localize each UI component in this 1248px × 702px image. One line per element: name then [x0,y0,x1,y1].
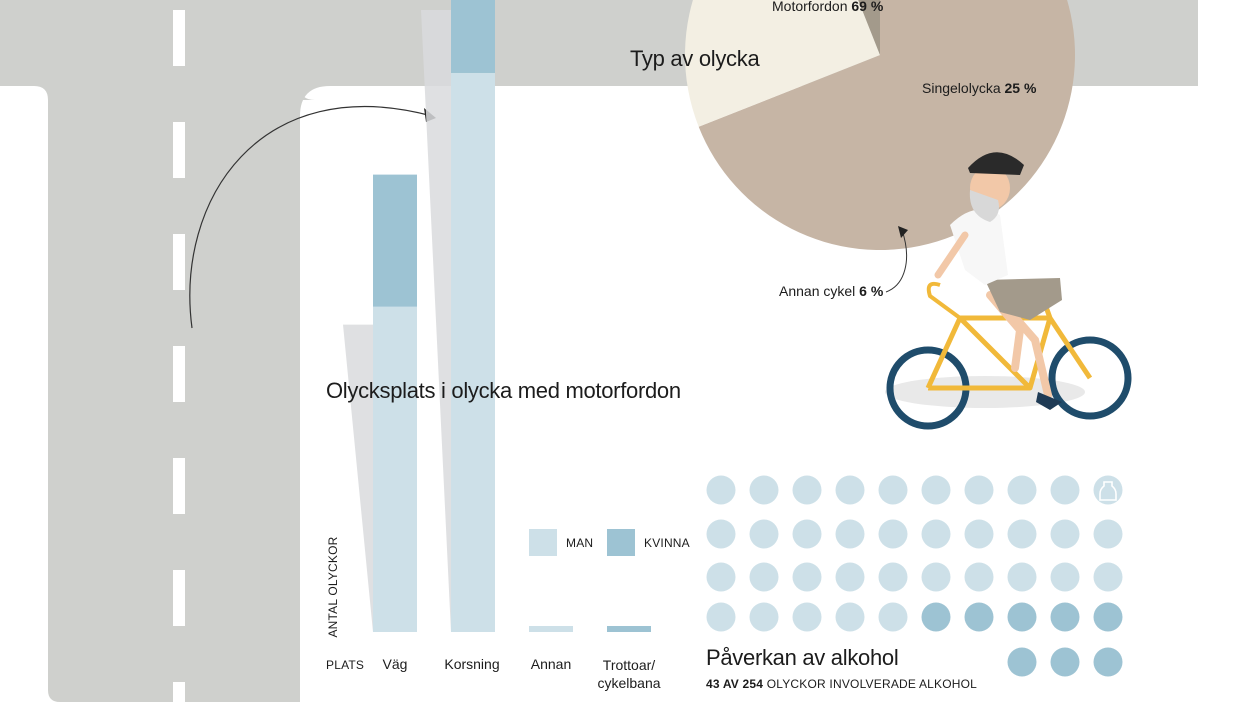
pie-title: Typ av olycka [630,46,760,71]
bar-man-2 [529,626,573,632]
alcohol-dot [706,475,736,505]
pie-slice-singelolycka [685,0,880,127]
pie-label-motorfordon-value: 69 % [851,0,884,14]
x-axis-label: PLATS [326,658,365,672]
alcohol-dot [878,519,908,549]
alcohol-dot [1007,519,1037,549]
alcohol-dot [1050,562,1080,592]
legend-man-label: MAN [566,536,594,550]
alcohol-dot [1093,647,1123,677]
helmet-icon [968,152,1024,175]
bar-kvinna-3 [607,626,651,632]
pie-label-annan-cykel-value: 6 % [859,283,884,299]
alcohol-dot [1007,647,1037,677]
bar-series [373,0,651,632]
alcohol-dot [792,562,822,592]
pie-label-singelolycka-value: 25 % [1004,80,1037,96]
alcohol-dot [964,475,994,505]
x-tick-trottoar: Trottoar/ cykelbana [597,657,661,691]
alcohol-dot [835,475,865,505]
x-tick-annan: Annan [530,656,572,672]
alcohol-dot [792,475,822,505]
pie-chart [685,0,1075,250]
alcohol-dot [1050,647,1080,677]
alcohol-dot [1093,602,1123,632]
bar-man-1 [451,72,495,632]
alcohol-dot [964,602,994,632]
alcohol-dot [706,602,736,632]
alcohol-dot [1007,602,1037,632]
alcohol-dot [1007,475,1037,505]
alcohol-subtitle-count: 43 AV 254 [706,677,764,691]
alcohol-dot [878,562,908,592]
alcohol-dot [706,519,736,549]
legend-man-swatch [529,529,557,556]
alcohol-dot [1050,475,1080,505]
pie-slice-annan-cykel [858,0,880,55]
alcohol-dot [749,475,779,505]
legend-kvinna-swatch [607,529,635,556]
road-corner [300,86,330,116]
alcohol-dot [1093,562,1123,592]
bar-man-0 [373,306,417,632]
alcohol-dot-grid [706,475,1123,677]
alcohol-title: Påverkan av alkohol [706,645,899,670]
alcohol-dot [835,562,865,592]
bike-front-wheel [1048,336,1132,420]
alcohol-dot [749,562,779,592]
bike-shadow [885,376,1085,408]
rider-beard [969,190,999,222]
bike-handlebar [926,281,962,320]
alcohol-dot [921,519,951,549]
y-axis-label: ANTAL OLYCKOR [326,536,340,638]
x-tick-korsning: Korsning [444,656,500,672]
pie-label-annan-cykel: Annan cykel 6 % [779,283,883,299]
alcohol-dot [964,519,994,549]
rider-arm [934,231,969,279]
x-tick-vag: Väg [382,656,408,672]
alcohol-dot [706,562,736,592]
alcohol-dot [921,475,951,505]
alcohol-dot [749,602,779,632]
legend-kvinna-label: KVINNA [644,536,690,550]
alcohol-dot [1050,519,1080,549]
alcohol-dot [964,562,994,592]
alcohol-dot [1007,562,1037,592]
bar-shadow-1 [421,10,451,632]
pie-label-annan-cykel-name: Annan cykel [779,283,856,299]
alcohol-dot [792,602,822,632]
road-vertical [0,0,315,702]
alcohol-dot [835,519,865,549]
pie-label-singelolycka-name: Singelolycka [922,80,1001,96]
cyclist-illustration [885,152,1132,430]
rider-shirt [950,209,1008,285]
alcohol-subtitle: 43 AV 254 OLYCKOR INVOLVERADE ALKOHOL [706,677,977,691]
alcohol-dot [878,475,908,505]
pie-label-motorfordon-name: Motorfordon [772,0,848,14]
road-lane-markings [173,10,185,702]
bar-chart-title: Olycksplats i olycka med motorfordon [326,378,681,403]
bar-shadow-0 [343,324,373,632]
pie-label-motorfordon: Motorfordon 69 % [772,0,883,14]
turn-arrow-path [189,105,433,329]
alcohol-dot [792,519,822,549]
alcohol-dot [921,562,951,592]
alcohol-dot [835,602,865,632]
alcohol-subtitle-rest: OLYCKOR INVOLVERADE ALKOHOL [763,677,978,691]
pie-label-singelolycka: Singelolycka 25 % [922,80,1036,96]
alcohol-dot [921,602,951,632]
bar-kvinna-0 [373,174,417,307]
alcohol-dot [749,519,779,549]
rider-shorts [985,278,1062,320]
bar-kvinna-1 [451,0,495,73]
pie-callout-arrow [898,226,908,238]
pie-callout-line [885,229,908,293]
bar-shadows [343,10,451,632]
bottle-icon [1099,481,1117,501]
alcohol-dot [1050,602,1080,632]
alcohol-dot [878,602,908,632]
rider-shoe [1036,392,1062,410]
alcohol-dot [1093,519,1123,549]
